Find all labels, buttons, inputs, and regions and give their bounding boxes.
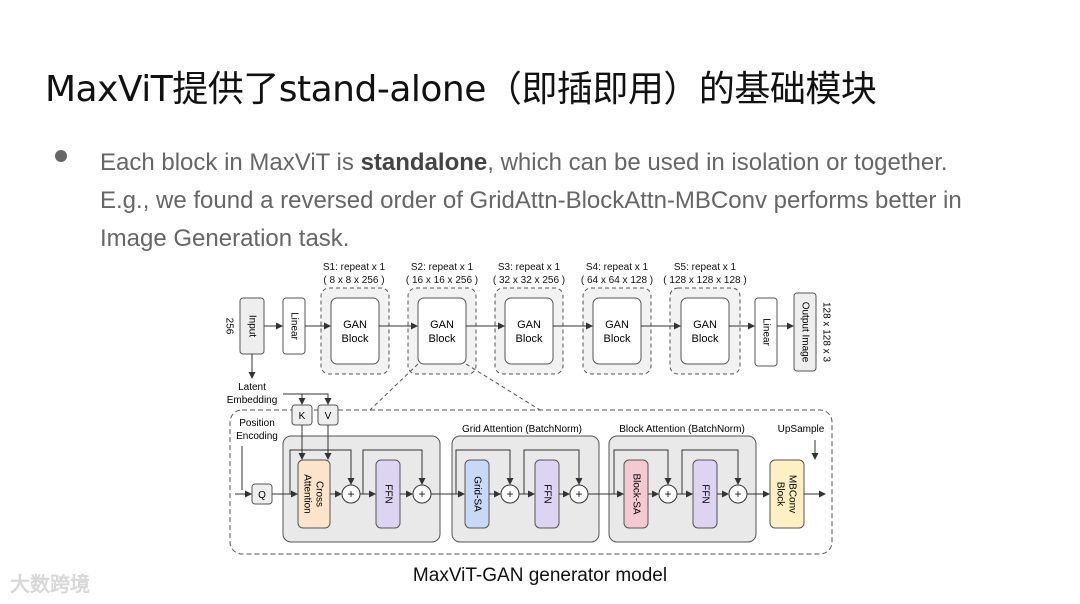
input-label: Input <box>246 315 257 337</box>
plus-sign-5: + <box>664 487 671 501</box>
q-label: Q <box>258 490 266 501</box>
stage-shape-s5: ( 128 x 128 x 128 ) <box>663 275 746 286</box>
bullet-prefix: Each block in MaxViT is <box>100 149 361 176</box>
plus-sign-3: + <box>506 487 513 501</box>
plus-nodes <box>341 484 748 504</box>
bullet-bold: standalone <box>360 149 488 176</box>
gan-block-s2-line2: Block <box>429 333 456 345</box>
stage-shape-s4: ( 64 x 64 x 128 ) <box>581 275 653 286</box>
ffn-label-2: FFN <box>541 484 552 503</box>
stage-shape-s3: ( 32 x 32 x 256 ) <box>493 275 565 286</box>
stage-s2: GAN Block <box>407 287 477 375</box>
v-label: V <box>325 411 332 422</box>
stage-shape-s2: ( 16 x 16 x 256 ) <box>406 275 478 286</box>
slide-title: MaxViT提供了stand-alone（即插即用）的基础模块 <box>45 69 877 110</box>
stage-name-s3: S3: repeat x 1 <box>498 262 561 273</box>
upsample-label: UpSample <box>778 424 825 435</box>
plus-sign-6: + <box>734 487 741 501</box>
stage-s3: GAN Block <box>494 287 564 375</box>
stage-s4: GAN Block <box>582 287 652 375</box>
gan-block-s5-line2: Block <box>692 333 719 345</box>
position-label-line1: Position <box>239 418 275 429</box>
gan-block-s2-line1: GAN <box>430 319 454 331</box>
output-label: Output Image <box>799 302 810 363</box>
stage-name-s5: S5: repeat x 1 <box>674 262 737 273</box>
stage-s5: GAN Block <box>669 287 741 375</box>
bullet-dot <box>55 150 67 162</box>
output-box <box>793 292 817 372</box>
linear-out-label: Linear <box>760 318 771 346</box>
grid-sa-label: Grid-SA <box>471 476 482 512</box>
stage-name-s2: S2: repeat x 1 <box>411 262 474 273</box>
gan-block-s1-line1: GAN <box>343 319 367 331</box>
block-attention-title: Block Attention (BatchNorm) <box>619 424 745 435</box>
plus-sign-2: + <box>418 487 425 501</box>
position-label-line2: Encoding <box>236 431 278 442</box>
gan-block-s4-line2: Block <box>604 333 631 345</box>
linear-in-label: Linear <box>288 312 299 340</box>
ffn-label-3: FFN <box>699 484 710 503</box>
gan-block-s5-line1: GAN <box>693 319 717 331</box>
cross-attention-label-line2: Attention <box>301 474 312 513</box>
stage-name-s4: S4: repeat x 1 <box>586 262 649 273</box>
input-dim: 256 <box>223 318 234 335</box>
diagram-caption: MaxViT-GAN generator model <box>412 565 668 586</box>
linear-out-box <box>754 297 778 367</box>
latent-label-line2: Embedding <box>227 395 278 406</box>
gan-block-s3-line1: GAN <box>517 319 541 331</box>
cross-attention-label-line1: Cross <box>313 481 324 507</box>
plus-sign-4: + <box>575 487 582 501</box>
block-sa-label: Block-SA <box>630 473 641 514</box>
k-label: K <box>299 411 306 422</box>
mbconv-label-line2: Block <box>774 482 785 507</box>
latent-label-line1: Latent <box>238 382 266 393</box>
stage-s1: GAN Block <box>320 287 390 375</box>
watermark: 大数跨境 <box>10 572 90 596</box>
stage-shape-s1: ( 8 x 8 x 256 ) <box>323 275 384 286</box>
bullet-text: Each block in MaxViT is standalone, whic… <box>100 144 1000 258</box>
gan-block-s4-line1: GAN <box>605 319 629 331</box>
output-dim: 128 x 128 x 3 <box>820 302 831 362</box>
mbconv-label-line1: MBConv <box>786 475 797 513</box>
bullet-suffix: , which can be used in isolation or toge… <box>100 149 962 252</box>
plus-sign-1: + <box>347 487 354 501</box>
ffn-label-1: FFN <box>382 484 393 503</box>
stage-name-s1: S1: repeat x 1 <box>323 262 386 273</box>
grid-attention-title: Grid Attention (BatchNorm) <box>462 424 582 435</box>
gan-block-s1-line2: Block <box>342 333 369 345</box>
gan-block-s3-line2: Block <box>516 333 543 345</box>
